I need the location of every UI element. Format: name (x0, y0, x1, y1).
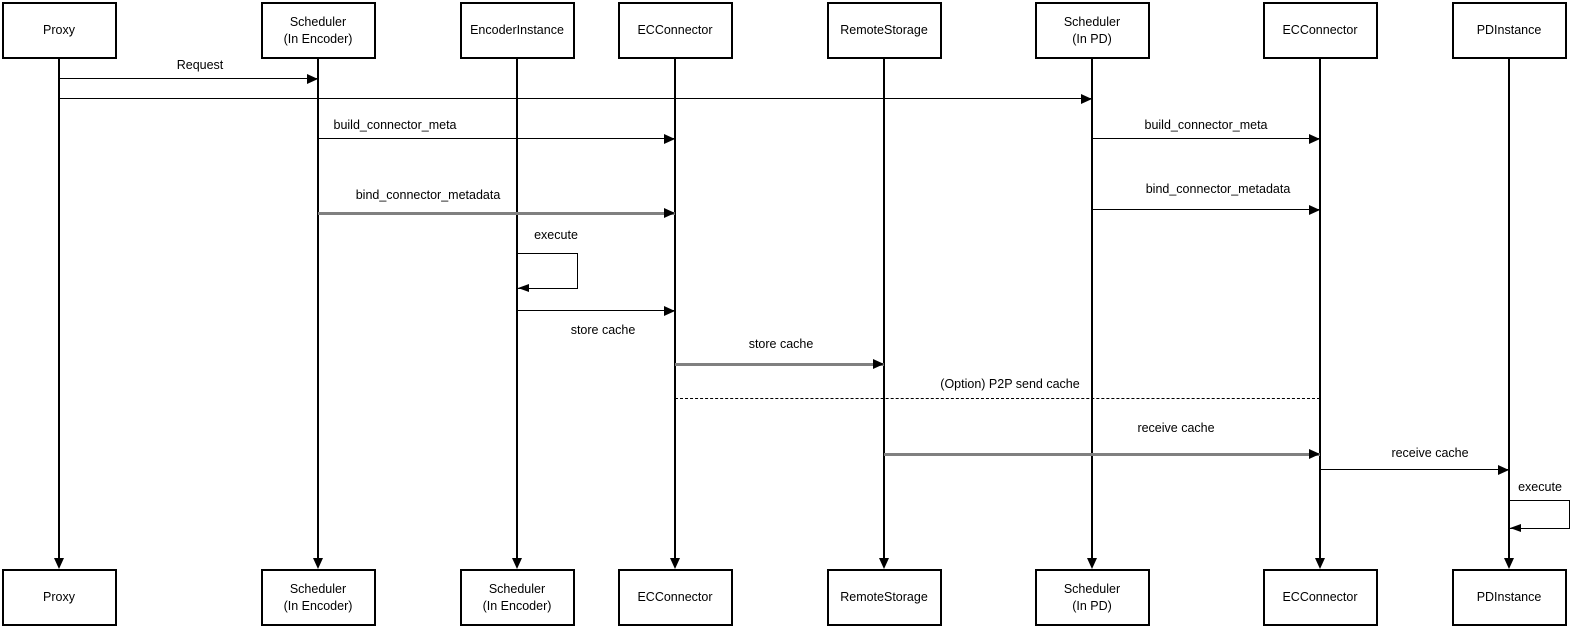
message-label-execute-encoder: execute (534, 228, 578, 242)
arrowhead-bind-connector-metadata-pd (1309, 205, 1320, 215)
arrowhead-execute-pd (1510, 523, 1521, 532)
participant-bottom-scheduler-in-pd: Scheduler (In PD) (1034, 569, 1150, 626)
lifeline-scheduler-in-encoder (317, 59, 319, 566)
message-line-request (59, 78, 318, 80)
message-line-receive-cache-ec (884, 452, 1320, 456)
participant-top-encoder-instance: EncoderInstance (459, 2, 575, 59)
message-line-bind-connector-metadata-pd (1092, 209, 1320, 211)
participant-top-ec-connector-left: ECConnector (617, 2, 733, 59)
self-message-execute-pd (1509, 500, 1570, 529)
message-line-store-cache-remote (675, 362, 884, 366)
lifeline-arrowhead-ec-connector-left (670, 558, 680, 569)
message-label-bind-connector-metadata-encoder: bind_connector_metadata (355, 188, 501, 202)
participant-top-proxy: Proxy (1, 2, 117, 59)
arrowhead-store-cache-remote (873, 359, 884, 369)
arrowhead-encoder-store-cache (664, 306, 675, 316)
message-line-receive-cache-pd (1320, 469, 1509, 471)
message-label-request: Request (176, 58, 224, 72)
message-label-build-connector-meta-pd: build_connector_meta (1144, 118, 1268, 132)
lifeline-pd-instance (1508, 59, 1510, 566)
participant-top-scheduler-in-encoder: Scheduler (In Encoder) (260, 2, 376, 59)
lifeline-arrowhead-ec-connector-right (1315, 558, 1325, 569)
message-line-bind-connector-metadata-encoder (318, 211, 675, 215)
message-label-bind-connector-metadata-pd: bind_connector_metadata (1145, 182, 1291, 196)
lifeline-arrowhead-scheduler-in-encoder (313, 558, 323, 569)
lifeline-remote-storage (883, 59, 885, 566)
self-message-execute-encoder (517, 253, 578, 289)
lifeline-ec-connector-right (1319, 59, 1321, 566)
message-line-build-connector-meta-pd (1092, 138, 1320, 140)
arrowhead-receive-cache-pd (1498, 465, 1509, 475)
message-label-p2p-send-cache: (Option) P2P send cache (940, 377, 1080, 391)
lifeline-proxy (58, 59, 60, 566)
arrowhead-build-connector-meta-encoder (664, 134, 675, 144)
participant-top-ec-connector-right: ECConnector (1262, 2, 1378, 59)
participant-top-remote-storage: RemoteStorage (826, 2, 942, 59)
arrowhead-bind-connector-metadata-encoder (664, 208, 675, 218)
lifeline-arrowhead-remote-storage (879, 558, 889, 569)
message-line-build-connector-meta-encoder (318, 138, 675, 140)
message-line-p2p-send-cache (675, 398, 1320, 400)
participant-bottom-remote-storage: RemoteStorage (826, 569, 942, 626)
arrowhead-proxy-to-scheduler-in-pd (1081, 94, 1092, 104)
message-label-execute-pd: execute (1518, 480, 1562, 494)
message-line-proxy-to-scheduler-in-pd (59, 98, 1092, 100)
participant-bottom-proxy: Proxy (1, 569, 117, 626)
lifeline-arrowhead-scheduler-in-pd (1087, 558, 1097, 569)
arrowhead-receive-cache-ec (1309, 449, 1320, 459)
arrowhead-build-connector-meta-pd (1309, 134, 1320, 144)
lifeline-scheduler-in-pd (1091, 59, 1093, 566)
lifeline-arrowhead-proxy (54, 558, 64, 569)
participant-bottom-scheduler-in-encoder: Scheduler (In Encoder) (260, 569, 376, 626)
participant-top-scheduler-in-pd: Scheduler (In PD) (1034, 2, 1150, 59)
arrowhead-execute-encoder (518, 283, 529, 292)
lifeline-arrowhead-encoder-instance (512, 558, 522, 569)
arrowhead-request (307, 74, 318, 84)
participant-bottom-ec-connector-left: ECConnector (617, 569, 733, 626)
message-label-encoder-store-cache: store cache (570, 323, 636, 337)
participant-bottom-ec-connector-right: ECConnector (1262, 569, 1378, 626)
participant-top-pd-instance: PDInstance (1451, 2, 1567, 59)
lifeline-arrowhead-pd-instance (1504, 558, 1514, 569)
lifeline-ec-connector-left (674, 59, 676, 566)
participant-bottom-pd-instance: PDInstance (1451, 569, 1567, 626)
message-label-receive-cache-pd: receive cache (1391, 446, 1469, 460)
message-label-store-cache-remote: store cache (748, 337, 814, 351)
participant-bottom-encoder-instance: Scheduler (In Encoder) (459, 569, 575, 626)
message-label-receive-cache-ec: receive cache (1137, 421, 1215, 435)
lifeline-encoder-instance (516, 59, 518, 566)
message-line-encoder-store-cache (517, 310, 675, 312)
message-label-build-connector-meta-encoder: build_connector_meta (333, 118, 457, 132)
